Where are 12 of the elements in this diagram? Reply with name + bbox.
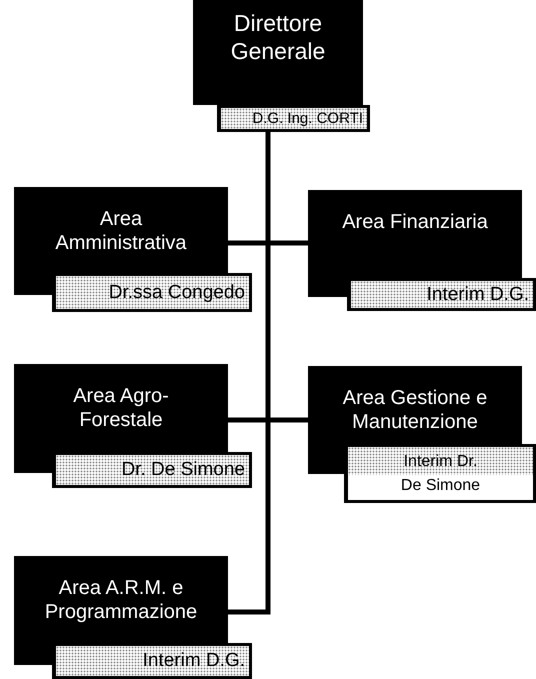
name-plate: Dr. De Simone — [52, 452, 252, 488]
name-plate: Interim D.G. — [347, 278, 536, 311]
name-plate: Dr.ssa Congedo — [52, 273, 252, 312]
unit-title: Area Agro-Forestale — [72, 384, 170, 432]
unit-title: Direttore Generale — [230, 10, 326, 66]
unit-title: Area Finanziaria — [342, 210, 488, 234]
unit-title: Area Amministrativa — [54, 207, 188, 255]
unit-title: Area Gestione e Manutenzione — [342, 386, 488, 434]
name-plate: Interim Dr. De Simone — [344, 444, 536, 503]
name-plate: D.G. Ing. CORTI — [217, 105, 370, 132]
name-plate: Interim D.G. — [52, 643, 252, 679]
unit-title: Area A.R.M. e Programmazione — [44, 576, 198, 624]
